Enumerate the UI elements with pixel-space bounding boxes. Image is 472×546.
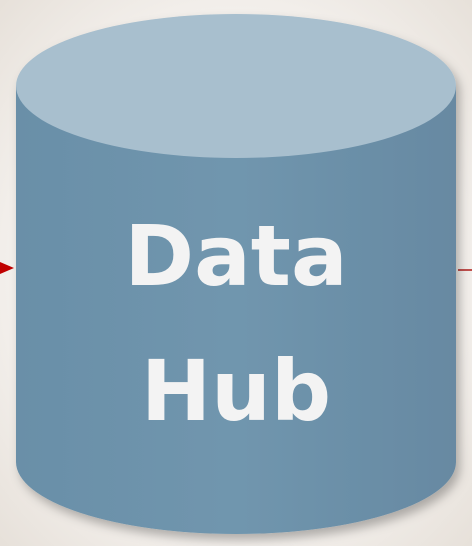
node-label-line1: Data bbox=[124, 207, 347, 305]
cylinder-top bbox=[16, 14, 456, 158]
cylinder-body bbox=[16, 86, 456, 534]
incoming-arrow bbox=[0, 262, 14, 274]
node-label-line2: Hub bbox=[141, 342, 331, 440]
data-hub-cylinder bbox=[16, 14, 456, 534]
